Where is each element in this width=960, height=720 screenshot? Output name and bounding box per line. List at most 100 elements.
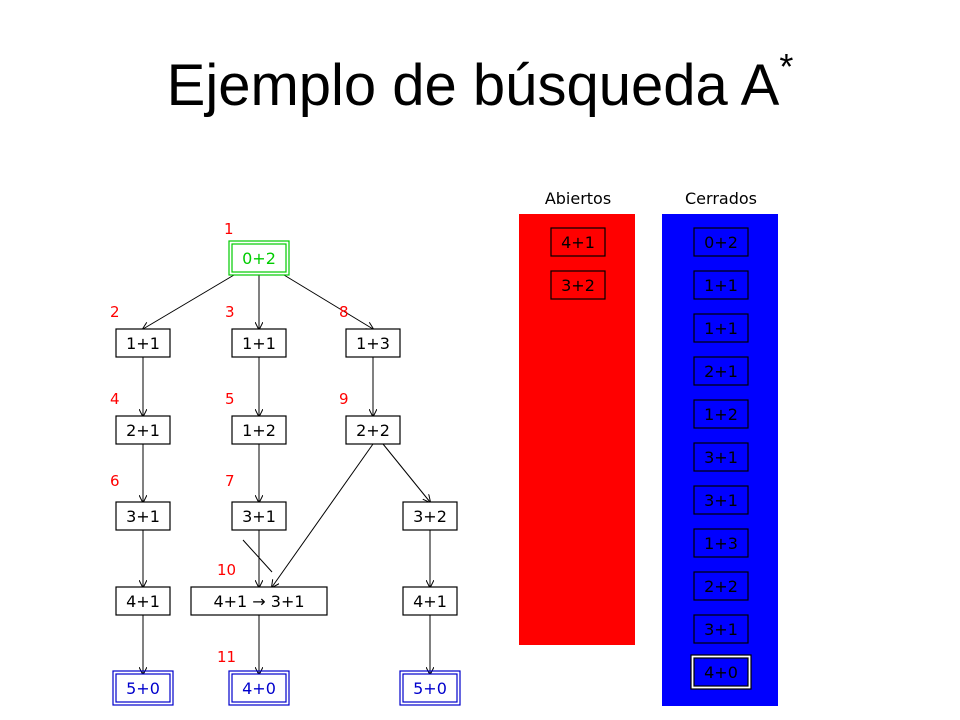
- open-list-item: 4+1: [550, 227, 606, 257]
- item-label: 2+2: [704, 577, 738, 596]
- closed-list-item: 3+1: [693, 442, 749, 472]
- tree-node-b3: 3+17: [225, 472, 287, 531]
- node-label: 3+2: [413, 507, 447, 526]
- node-label: 5+0: [413, 679, 447, 698]
- tree-node-a3: 3+16: [110, 472, 171, 531]
- item-box: [693, 399, 749, 429]
- item-label: 1+1: [704, 276, 738, 295]
- node-box: [115, 415, 171, 445]
- expansion-order-label: 1: [224, 220, 234, 238]
- tree-edges: [143, 274, 430, 674]
- node-label: 1+1: [126, 334, 160, 353]
- node-box: [115, 328, 171, 358]
- tree-node-c5: 5+0: [399, 670, 461, 706]
- tree-nodes: 0+2 1 1+1 2 1+1 3 1+38 2+1 4 1+25 2+2 9 3+16 3+17 3+2 4…: [110, 220, 461, 706]
- item-box: [693, 442, 749, 472]
- closed-list-item: 1+1: [693, 270, 749, 300]
- closed-list-panel: [662, 214, 778, 706]
- node-box: [115, 673, 171, 703]
- tree-node-b2: 1+25: [225, 390, 287, 445]
- crossing-mark: [242, 539, 273, 573]
- closed-list-title: Cerrados: [685, 189, 757, 208]
- closed-list-item: 3+1: [693, 485, 749, 515]
- tree-node-b5: 4+011: [217, 648, 290, 706]
- closed-list-item: 1+3: [693, 528, 749, 558]
- node-label: 0+2: [242, 249, 276, 268]
- tree-node-root: 0+2 1: [224, 220, 290, 276]
- node-label: 1+1: [242, 334, 276, 353]
- node-box: [231, 415, 287, 445]
- node-box: [231, 501, 287, 531]
- node-box: [190, 586, 328, 616]
- item-label: 4+0: [704, 663, 738, 682]
- tree-node-b1: 1+1 3: [225, 303, 287, 358]
- tree-node-a2: 2+1 4: [110, 390, 171, 445]
- node-outer-box: [228, 670, 290, 706]
- tree-node-b4: 4+1 → 3+1 10: [190, 561, 328, 616]
- tree-node-a1: 1+1 2: [110, 303, 171, 358]
- open-list-title: Abiertos: [545, 189, 611, 208]
- item-label: 0+2: [704, 233, 738, 252]
- item-label: 3+2: [561, 276, 595, 295]
- item-box: [693, 227, 749, 257]
- expansion-order-label: 10: [217, 561, 236, 579]
- expansion-order-label: 4: [110, 390, 120, 408]
- node-box: [231, 328, 287, 358]
- closed-list-item: 2+1: [693, 356, 749, 386]
- tree-edge-root-a1: [143, 274, 235, 329]
- closed-list-item: 4+0: [690, 654, 752, 690]
- slide-title: Ejemplo de búsqueda A*: [0, 49, 960, 119]
- node-label: 4+1 → 3+1: [213, 592, 304, 611]
- slide-title-text: Ejemplo de búsqueda A: [166, 53, 780, 118]
- tree-node-c4: 4+1: [402, 586, 458, 616]
- node-outer-box: [228, 240, 290, 276]
- slide-title-superscript: *: [779, 46, 794, 87]
- item-box: [693, 571, 749, 601]
- node-label: 1+3: [356, 334, 390, 353]
- node-label: 2+1: [126, 421, 160, 440]
- tree-edge-c2-b4: [272, 443, 374, 587]
- item-box: [693, 356, 749, 386]
- item-box: [693, 485, 749, 515]
- tree-node-c3: 3+2: [402, 501, 458, 531]
- item-label: 3+1: [704, 448, 738, 467]
- node-label: 4+1: [413, 592, 447, 611]
- expansion-order-label: 7: [225, 472, 235, 490]
- item-box: [550, 270, 606, 300]
- tree-edge-c2-c3: [382, 443, 430, 502]
- open-list-column: Abiertos 4+1 3+2: [519, 189, 635, 645]
- tree-edge-root-c1: [283, 274, 373, 329]
- open-list-panel: [519, 214, 635, 645]
- open-closed-lists: Abiertos 4+1 3+2 Cerrados 0+2 1+1 1+1 2+1 1+2 3+1…: [519, 189, 778, 706]
- node-label: 2+2: [356, 421, 390, 440]
- expansion-order-label: 11: [217, 648, 236, 666]
- node-box: [115, 501, 171, 531]
- item-label: 2+1: [704, 362, 738, 381]
- node-outer-box: [112, 670, 174, 706]
- expansion-order-label: 6: [110, 472, 120, 490]
- item-label: 1+1: [704, 319, 738, 338]
- closed-list-item: 0+2: [693, 227, 749, 257]
- node-box: [402, 501, 458, 531]
- expansion-order-label: 9: [339, 390, 349, 408]
- expansion-order-label: 2: [110, 303, 120, 321]
- node-label: 1+2: [242, 421, 276, 440]
- tree-node-a4: 4+1: [115, 586, 171, 616]
- node-label: 4+1: [126, 592, 160, 611]
- item-box: [693, 528, 749, 558]
- node-box: [345, 415, 401, 445]
- closed-list-column: Cerrados0+21+11+12+11+23+13+11+32+23+14+…: [662, 189, 778, 706]
- expansion-order-label: 3: [225, 303, 235, 321]
- node-box: [402, 586, 458, 616]
- item-label: 4+1: [561, 233, 595, 252]
- item-box: [693, 657, 749, 687]
- closed-list-item: 1+2: [693, 399, 749, 429]
- node-box: [402, 673, 458, 703]
- tree-node-c1: 1+38: [339, 303, 401, 358]
- item-box: [693, 313, 749, 343]
- tree-node-c2: 2+2 9: [339, 390, 401, 445]
- item-box: [693, 614, 749, 644]
- node-box: [345, 328, 401, 358]
- closed-list-item: 1+1: [693, 313, 749, 343]
- node-box: [115, 586, 171, 616]
